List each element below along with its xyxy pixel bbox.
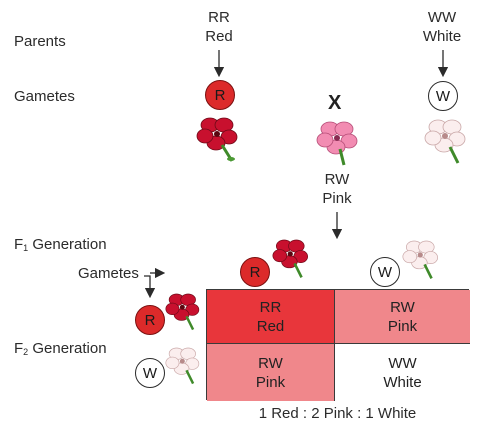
parents-label: Parents xyxy=(14,33,66,50)
f1-genotype: RW xyxy=(324,171,350,188)
cross-symbol: X xyxy=(328,92,342,114)
punnett-cell-rr: RR Red xyxy=(207,290,335,344)
phenotype-ratio: 1 Red : 2 Pink : 1 White xyxy=(258,405,417,422)
cell-phenotype: Red xyxy=(256,317,285,335)
arrow-down-icon xyxy=(144,275,156,299)
parent-right-genotype: WW xyxy=(427,9,457,26)
cell-genotype: RW xyxy=(258,354,283,372)
cell-genotype: RR xyxy=(259,298,282,316)
pink-flower-icon xyxy=(316,121,358,166)
punnett-cell-rw-top: RW Pink xyxy=(335,290,470,344)
punnett-cell-ww: WW White xyxy=(335,344,470,401)
white-flower-icon xyxy=(165,347,200,385)
punnett-top-gamete-r: R xyxy=(240,257,270,287)
red-flower-icon xyxy=(165,293,200,331)
red-flower-icon xyxy=(272,239,308,278)
punnett-side-gamete-r: R xyxy=(135,305,165,335)
parent-left-genotype: RR xyxy=(208,9,230,26)
parent-right-phenotype: White xyxy=(422,28,462,45)
f1-phenotype: Pink xyxy=(322,190,352,207)
punnett-square: RR Red RW Pink RW Pink WW White xyxy=(206,289,470,401)
cell-phenotype: Pink xyxy=(255,373,286,391)
parent-left-phenotype: Red xyxy=(205,28,233,45)
gamete-w-circle-parent: W xyxy=(428,81,458,111)
red-flower-icon xyxy=(196,117,238,162)
white-flower-icon xyxy=(402,240,438,279)
cell-genotype: WW xyxy=(388,354,417,372)
white-flower-icon xyxy=(424,119,466,164)
gametes-label: Gametes xyxy=(14,88,75,105)
cell-genotype: RW xyxy=(390,298,415,316)
f2-generation-label: F2 Generation xyxy=(14,340,107,357)
cell-phenotype: White xyxy=(383,373,422,391)
gametes-pointer-label: Gametes xyxy=(78,265,139,282)
punnett-cell-rw-bottom: RW Pink xyxy=(207,344,335,401)
punnett-side-gamete-w: W xyxy=(135,358,165,388)
cell-phenotype: Pink xyxy=(387,317,418,335)
punnett-top-gamete-w: W xyxy=(370,257,400,287)
f1-generation-label: F1 Generation xyxy=(14,236,107,253)
gamete-r-circle-parent: R xyxy=(205,80,235,110)
